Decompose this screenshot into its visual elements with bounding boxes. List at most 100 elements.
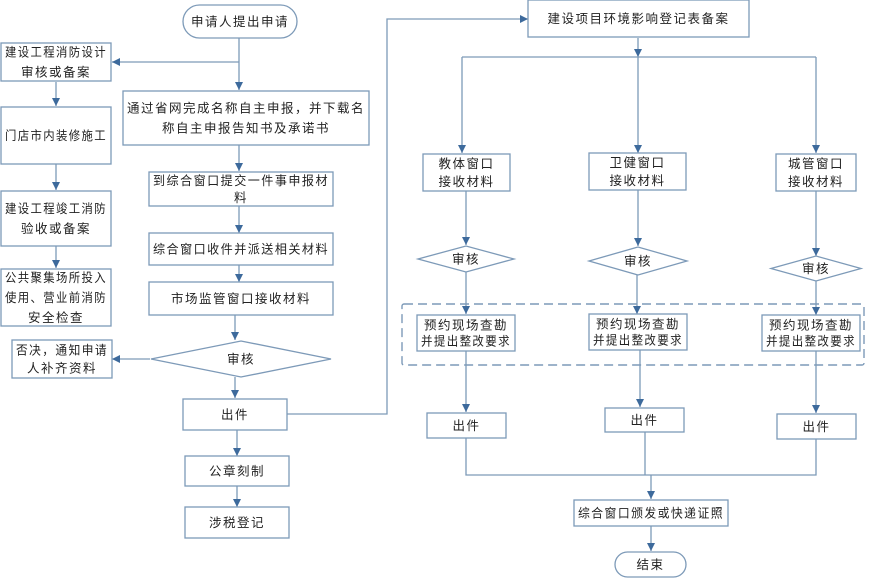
- decision-shape: [768, 255, 864, 282]
- decision-shape: [150, 340, 332, 378]
- node-label: 接收材料: [609, 173, 665, 188]
- node-label: 建设工程竣工消防: [5, 201, 107, 216]
- node-label: 建设工程消防设计: [5, 45, 107, 60]
- node-review-urban: 审核: [768, 255, 864, 282]
- node-label: 公共聚集场所投入: [5, 270, 107, 285]
- node-review-health: 审核: [586, 246, 690, 276]
- process-box: [182, 398, 288, 431]
- process-box: [588, 313, 688, 351]
- process-box: [588, 152, 687, 191]
- process-box: [527, 0, 750, 38]
- node-label: 出件: [452, 418, 480, 433]
- node-label: 出件: [630, 413, 658, 428]
- node-issue-edu: 出件: [426, 412, 507, 439]
- node-issue-main: 出件: [182, 398, 288, 431]
- node-label: 涉税登记: [209, 515, 265, 530]
- process-box: [416, 314, 516, 352]
- node-label: 通过省网完成名称自主申报，并下载名: [127, 101, 365, 116]
- inspection-group-frame: [401, 303, 865, 366]
- process-box: [148, 171, 334, 207]
- process-box: [0, 106, 112, 165]
- node-issue-health: 出件: [604, 407, 685, 433]
- node-issue-urban: 出件: [776, 413, 857, 440]
- process-box: [0, 42, 112, 82]
- node-label: 结束: [636, 557, 664, 572]
- node-seal: 公章刻制: [184, 455, 290, 487]
- process-box: [776, 413, 857, 440]
- node-label: 城管窗口: [788, 156, 844, 171]
- node-label: 并提出整改要求: [766, 334, 856, 349]
- node-label: 预约现场查勘: [596, 317, 680, 332]
- node-label: 卫健窗口: [609, 155, 665, 170]
- process-box: [0, 268, 112, 327]
- node-label: 门店市内装修施工: [5, 128, 107, 143]
- process-box: [775, 153, 857, 192]
- node-label: 建设项目环境影响登记表备案: [547, 11, 729, 26]
- process-box: [148, 232, 334, 266]
- process-box: [604, 407, 685, 433]
- node-deliver: 综合窗口颁发或快递证照: [573, 499, 729, 527]
- node-label: 教体窗口: [438, 156, 494, 171]
- node-label: 审核: [624, 254, 652, 269]
- node-start: 申请人提出申请: [182, 4, 298, 39]
- node-label: 使用、营业前消防: [5, 290, 107, 305]
- node-label: 综合窗口收件并派送相关材料: [153, 242, 329, 257]
- node-label: 否决，通知申请: [16, 343, 108, 358]
- node-label: 并提出整改要求: [593, 333, 683, 348]
- process-box: [422, 153, 511, 192]
- node-label: 审核: [802, 261, 830, 276]
- decision-shape: [415, 245, 517, 273]
- process-box: [184, 455, 290, 487]
- connectors: [52, 15, 820, 551]
- process-box: [184, 506, 290, 539]
- node-label: 审核: [452, 252, 480, 267]
- node-market-receive: 市场监管窗口接收材料: [148, 281, 334, 316]
- process-box: [11, 339, 113, 379]
- node-store-reno: 门店市内装修施工: [0, 106, 112, 165]
- node-label: 料: [234, 190, 248, 205]
- node-label: 接收材料: [788, 174, 844, 189]
- node-end: 结束: [614, 551, 687, 578]
- node-label: 安全检查: [28, 310, 84, 325]
- node-label: 审核: [227, 352, 255, 367]
- node-review-main: 审核: [150, 340, 332, 378]
- node-label: 验收或备案: [21, 221, 91, 236]
- terminal-shape: [182, 4, 298, 39]
- process-box: [573, 499, 729, 527]
- node-label: 称自主申报告知书及承诺书: [162, 121, 330, 136]
- terminal-shape: [614, 551, 687, 578]
- node-label: 预约现场查勘: [424, 318, 508, 333]
- node-label: 预约现场查勘: [769, 318, 853, 333]
- process-box: [761, 314, 861, 352]
- process-box: [122, 90, 370, 146]
- edge-issue-to-env: [287, 15, 528, 415]
- node-label: 综合窗口颁发或快递证照: [578, 506, 724, 521]
- node-label: 接收材料: [438, 174, 494, 189]
- process-box: [0, 190, 112, 247]
- process-box: [148, 281, 334, 316]
- edge-merge-bar: [465, 438, 817, 476]
- decision-shape: [586, 246, 690, 276]
- node-label: 申请人提出申请: [191, 14, 289, 29]
- node-label: 出件: [802, 419, 830, 434]
- node-tax: 涉税登记: [184, 506, 290, 539]
- node-label: 人补齐资料: [27, 361, 97, 376]
- node-label: 出件: [221, 407, 249, 422]
- process-box: [426, 412, 507, 439]
- node-env: 建设项目环境影响登记表备案: [527, 0, 750, 38]
- node-label: 公章刻制: [209, 464, 265, 479]
- node-label: 并提出整改要求: [421, 334, 511, 349]
- node-label: 审核或备案: [21, 65, 91, 80]
